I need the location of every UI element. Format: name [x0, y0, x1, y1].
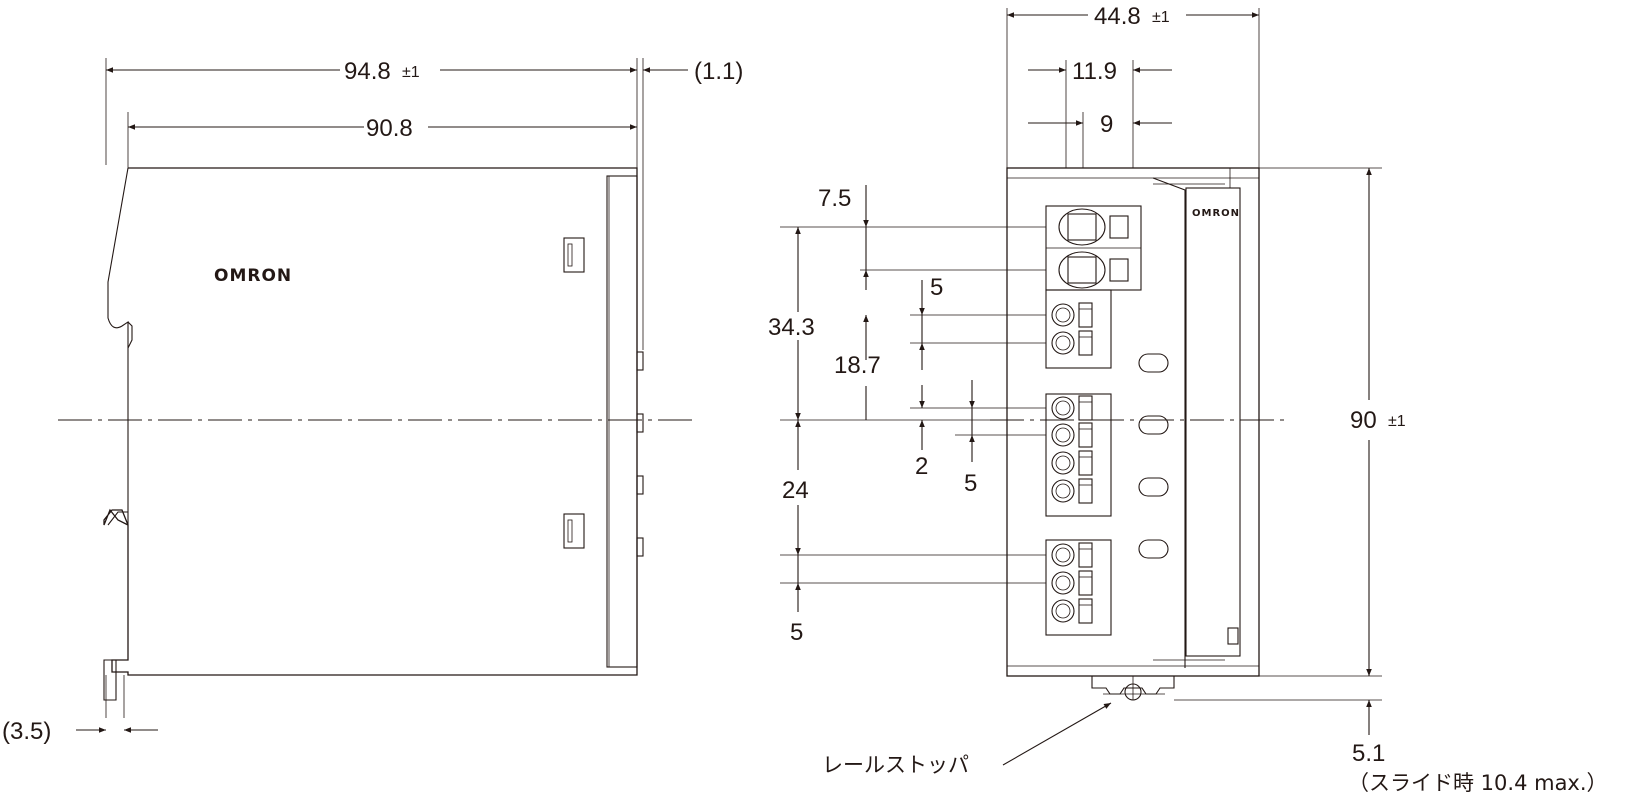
dim-5-c: 5 — [790, 619, 803, 646]
terminal-block-lower — [1045, 539, 1112, 636]
side-omron-logo: OMRON — [214, 266, 292, 286]
front-omron-logo: OMRON — [1192, 208, 1240, 219]
dim-2: 2 — [915, 453, 928, 480]
dim-94-8: 94.8 — [344, 58, 391, 85]
front-label-panel — [1185, 187, 1241, 657]
dim-5-a: 5 — [930, 274, 943, 301]
terminal-small-5 — [1051, 450, 1093, 476]
dim-34-3: 34.3 — [768, 314, 815, 341]
dim-9: 9 — [1100, 111, 1113, 138]
dim-1-1: (1.1) — [694, 58, 743, 85]
side-protrusion-2 — [636, 413, 644, 433]
side-view: 94.8 ±1 (1.1) 90.8 OMRON — [2, 58, 743, 745]
side-din-hook-upper — [107, 167, 129, 525]
front-side-panel-edge — [1152, 177, 1186, 668]
vent-slot-1 — [1138, 353, 1169, 373]
side-body-outline — [103, 167, 638, 676]
terminal-small-2 — [1051, 330, 1093, 356]
terminal-block-middle — [1045, 393, 1112, 517]
terminal-small-7 — [1051, 542, 1093, 568]
dim-90-8: 90.8 — [366, 115, 413, 142]
vent-slot-4 — [1138, 539, 1169, 559]
terminal-large-2 — [1058, 251, 1129, 289]
front-body-outline — [1006, 167, 1260, 677]
dim-11-9: 11.9 — [1072, 58, 1117, 85]
terminal-small-3 — [1051, 395, 1093, 421]
side-rail-clip — [103, 659, 117, 701]
dim-90-tolerance: ±1 — [1388, 413, 1406, 430]
dim-18-7: 18.7 — [834, 352, 881, 379]
side-din-hook-lower — [107, 511, 128, 526]
vent-slot-3 — [1138, 477, 1169, 497]
dim-7-5: 7.5 — [818, 185, 851, 212]
dim-5-1: 5.1 — [1352, 740, 1385, 767]
dim-24: 24 — [782, 477, 809, 504]
vent-slot-2 — [1138, 415, 1169, 435]
dim-5-b: 5 — [964, 470, 977, 497]
rail-stopper — [1091, 676, 1175, 695]
side-din-notch — [127, 321, 133, 349]
terminal-large-1 — [1058, 208, 1129, 246]
rail-stopper-label: レールストッパ — [822, 753, 969, 777]
dim-94-8-tolerance: ±1 — [402, 64, 420, 81]
side-protrusion-1 — [636, 351, 644, 371]
terminal-small-1 — [1051, 302, 1093, 328]
front-view: 44.8 ±1 11.9 9 OMRON — [768, 3, 1608, 795]
dim-90: 90 — [1350, 407, 1377, 434]
terminal-block-upper-small — [1045, 289, 1112, 369]
front-small-latch — [1227, 627, 1239, 645]
terminal-small-6 — [1051, 478, 1093, 504]
terminal-small-8 — [1051, 570, 1093, 596]
rail-stopper-hole — [1124, 683, 1142, 701]
rail-stopper-leader — [1002, 702, 1112, 766]
terminal-small-9 — [1051, 598, 1093, 624]
side-latch-lower — [563, 513, 585, 549]
dim-44-8-tolerance: ±1 — [1152, 9, 1170, 26]
side-latch-upper — [563, 237, 585, 273]
slide-note: （スライド時 10.4 max.） — [1348, 771, 1608, 795]
side-protrusion-4 — [636, 537, 644, 557]
dim-3-5: (3.5) — [2, 718, 51, 745]
dim-44-8: 44.8 — [1094, 3, 1141, 30]
terminal-small-4 — [1051, 422, 1093, 448]
side-protrusion-3 — [636, 475, 644, 495]
